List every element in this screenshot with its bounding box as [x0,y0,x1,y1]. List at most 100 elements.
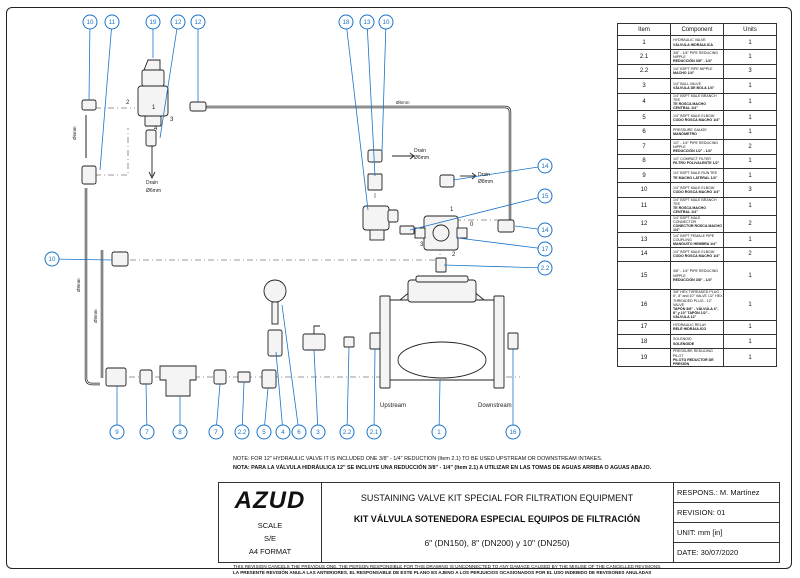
callout-leader [241,381,245,433]
elbow-14a [439,174,455,188]
bom-component-es: CODO ROSCA MACHO 1/4" [673,190,720,195]
elbow-10-drain [367,149,383,163]
pilot-19 [143,59,161,71]
bom-component-es: SOLENOIDE [673,341,695,346]
callout-bubble: 7 [139,424,155,440]
callout-bubble: 12 [190,14,206,30]
callout-bubble: 9 [109,424,125,440]
callout-number: 11 [109,19,116,26]
note-en: NOTE: FOR 12" HYDRAULIC VALVE IT IS INCL… [233,456,603,462]
bom-units: 1 [723,92,777,112]
relay-port-1: 1 [450,207,454,213]
callout-leader [281,304,300,433]
bom-component-es: MACHO 1/4" [673,71,695,76]
bom-units: 2 [723,214,777,234]
callout-bubble: 17 [537,241,553,257]
bom-header-item: Item [617,23,671,36]
bom-component-en: 1/4" BSPT PIPE NIPPLE [673,67,713,72]
bom-units: 1 [723,289,777,321]
relay-port-2: 2 [452,252,456,258]
bom-item-number: 1 [617,34,671,51]
bom-units: 1 [723,261,777,291]
callout-leader [88,21,91,101]
hydraulic-valve-1 [383,299,501,381]
callout-circle [44,251,60,267]
bom-item-number: 3 [617,78,671,94]
callout-leader [443,264,546,269]
callout-bubble: 15 [537,188,553,204]
filter-8 [159,365,197,397]
callout-bubble: 10 [378,14,394,30]
bom-units: 1 [723,196,777,216]
callout-number: 2.1 [370,429,379,436]
bom-item-number: 7 [617,139,671,155]
bom-component-es: TE ROSCA MACHO CENTRAL 1/4" [673,206,707,215]
callout-number: 12 [195,19,202,26]
callout-circle [82,14,98,30]
callout-bubble: 14 [537,158,553,174]
tee-11 [81,165,97,185]
bom-item-number: 6 [617,124,671,141]
tube-left-lower-inner [85,188,100,385]
bom-component-en: 1/4" BSPT FEMALE PIPE COUPLING [673,233,715,242]
callout-bubble: 6 [291,424,307,440]
callout-bubble: 4 [275,424,291,440]
callout-leader [373,348,376,433]
callout-bubble: 12 [170,14,186,30]
disclaimer-es: LA PRESENTE REVISIÓN ANULA LAS ANTERIORE… [233,569,652,575]
callout-number: 2.2 [541,265,550,272]
callout-circle [170,14,186,30]
revision-field: REVISION: 01 [673,503,779,523]
tube-top-run [205,105,512,220]
callout-circle [208,424,224,440]
elbow-5 [261,369,277,389]
bom-component-en: 1/4" BSPT MALE CONNECTOR [673,215,701,224]
callout-bubble: 13 [359,14,375,30]
company-logo: AZUD [234,487,306,514]
port-label-3: 3 [170,117,174,123]
nipple-2-2a [237,371,251,383]
disclaimer-en: THIS REVISION CANCELS THE PREVIOUS ONE. … [233,564,662,569]
pressure-gauge-6 [263,279,287,303]
drain-size-2: Ø6mm [414,155,429,161]
bom-units: 2 [723,246,777,263]
bom-component-en: 3/8" HEX THREADED PLUG - 6", 8" and 10" … [673,290,723,307]
title-spanish: KIT VÁLVULA SOTENEDORA ESPECIAL EQUIPOS … [353,514,641,524]
port-label-2: 2 [126,100,130,106]
callout-number: 18 [343,19,350,26]
tube-label-left-c: Ø8mm [93,309,98,323]
bom-component-en: 1/4" BSPT MALE RUN TEE [673,171,718,176]
connector-12a [189,101,207,112]
scale-value: S/E [263,534,277,543]
callout-circle [145,14,161,30]
bom-item-number: 15 [617,261,671,291]
bom-item-number: 8 [617,153,671,169]
callout-bubble: 19 [145,14,161,30]
bom-header-row: Item Component Units [617,23,777,36]
bom-item-number: 4 [617,92,671,112]
bom-units: 1 [723,348,777,368]
reducer-7a [139,369,153,385]
callout-circle [256,424,272,440]
unit-field: UNIT: mm [in] [673,523,779,543]
bom-units: 1 [723,167,777,184]
bom-component-en: HYDRAULIC RELAY [673,323,707,328]
bom-units: 3 [723,63,777,80]
bom-units: 1 [723,124,777,141]
bom-component-en: HYDRAULIC VALVE [673,38,706,43]
callout-bubble: 2.1 [366,424,382,440]
callout-leader [457,237,546,250]
